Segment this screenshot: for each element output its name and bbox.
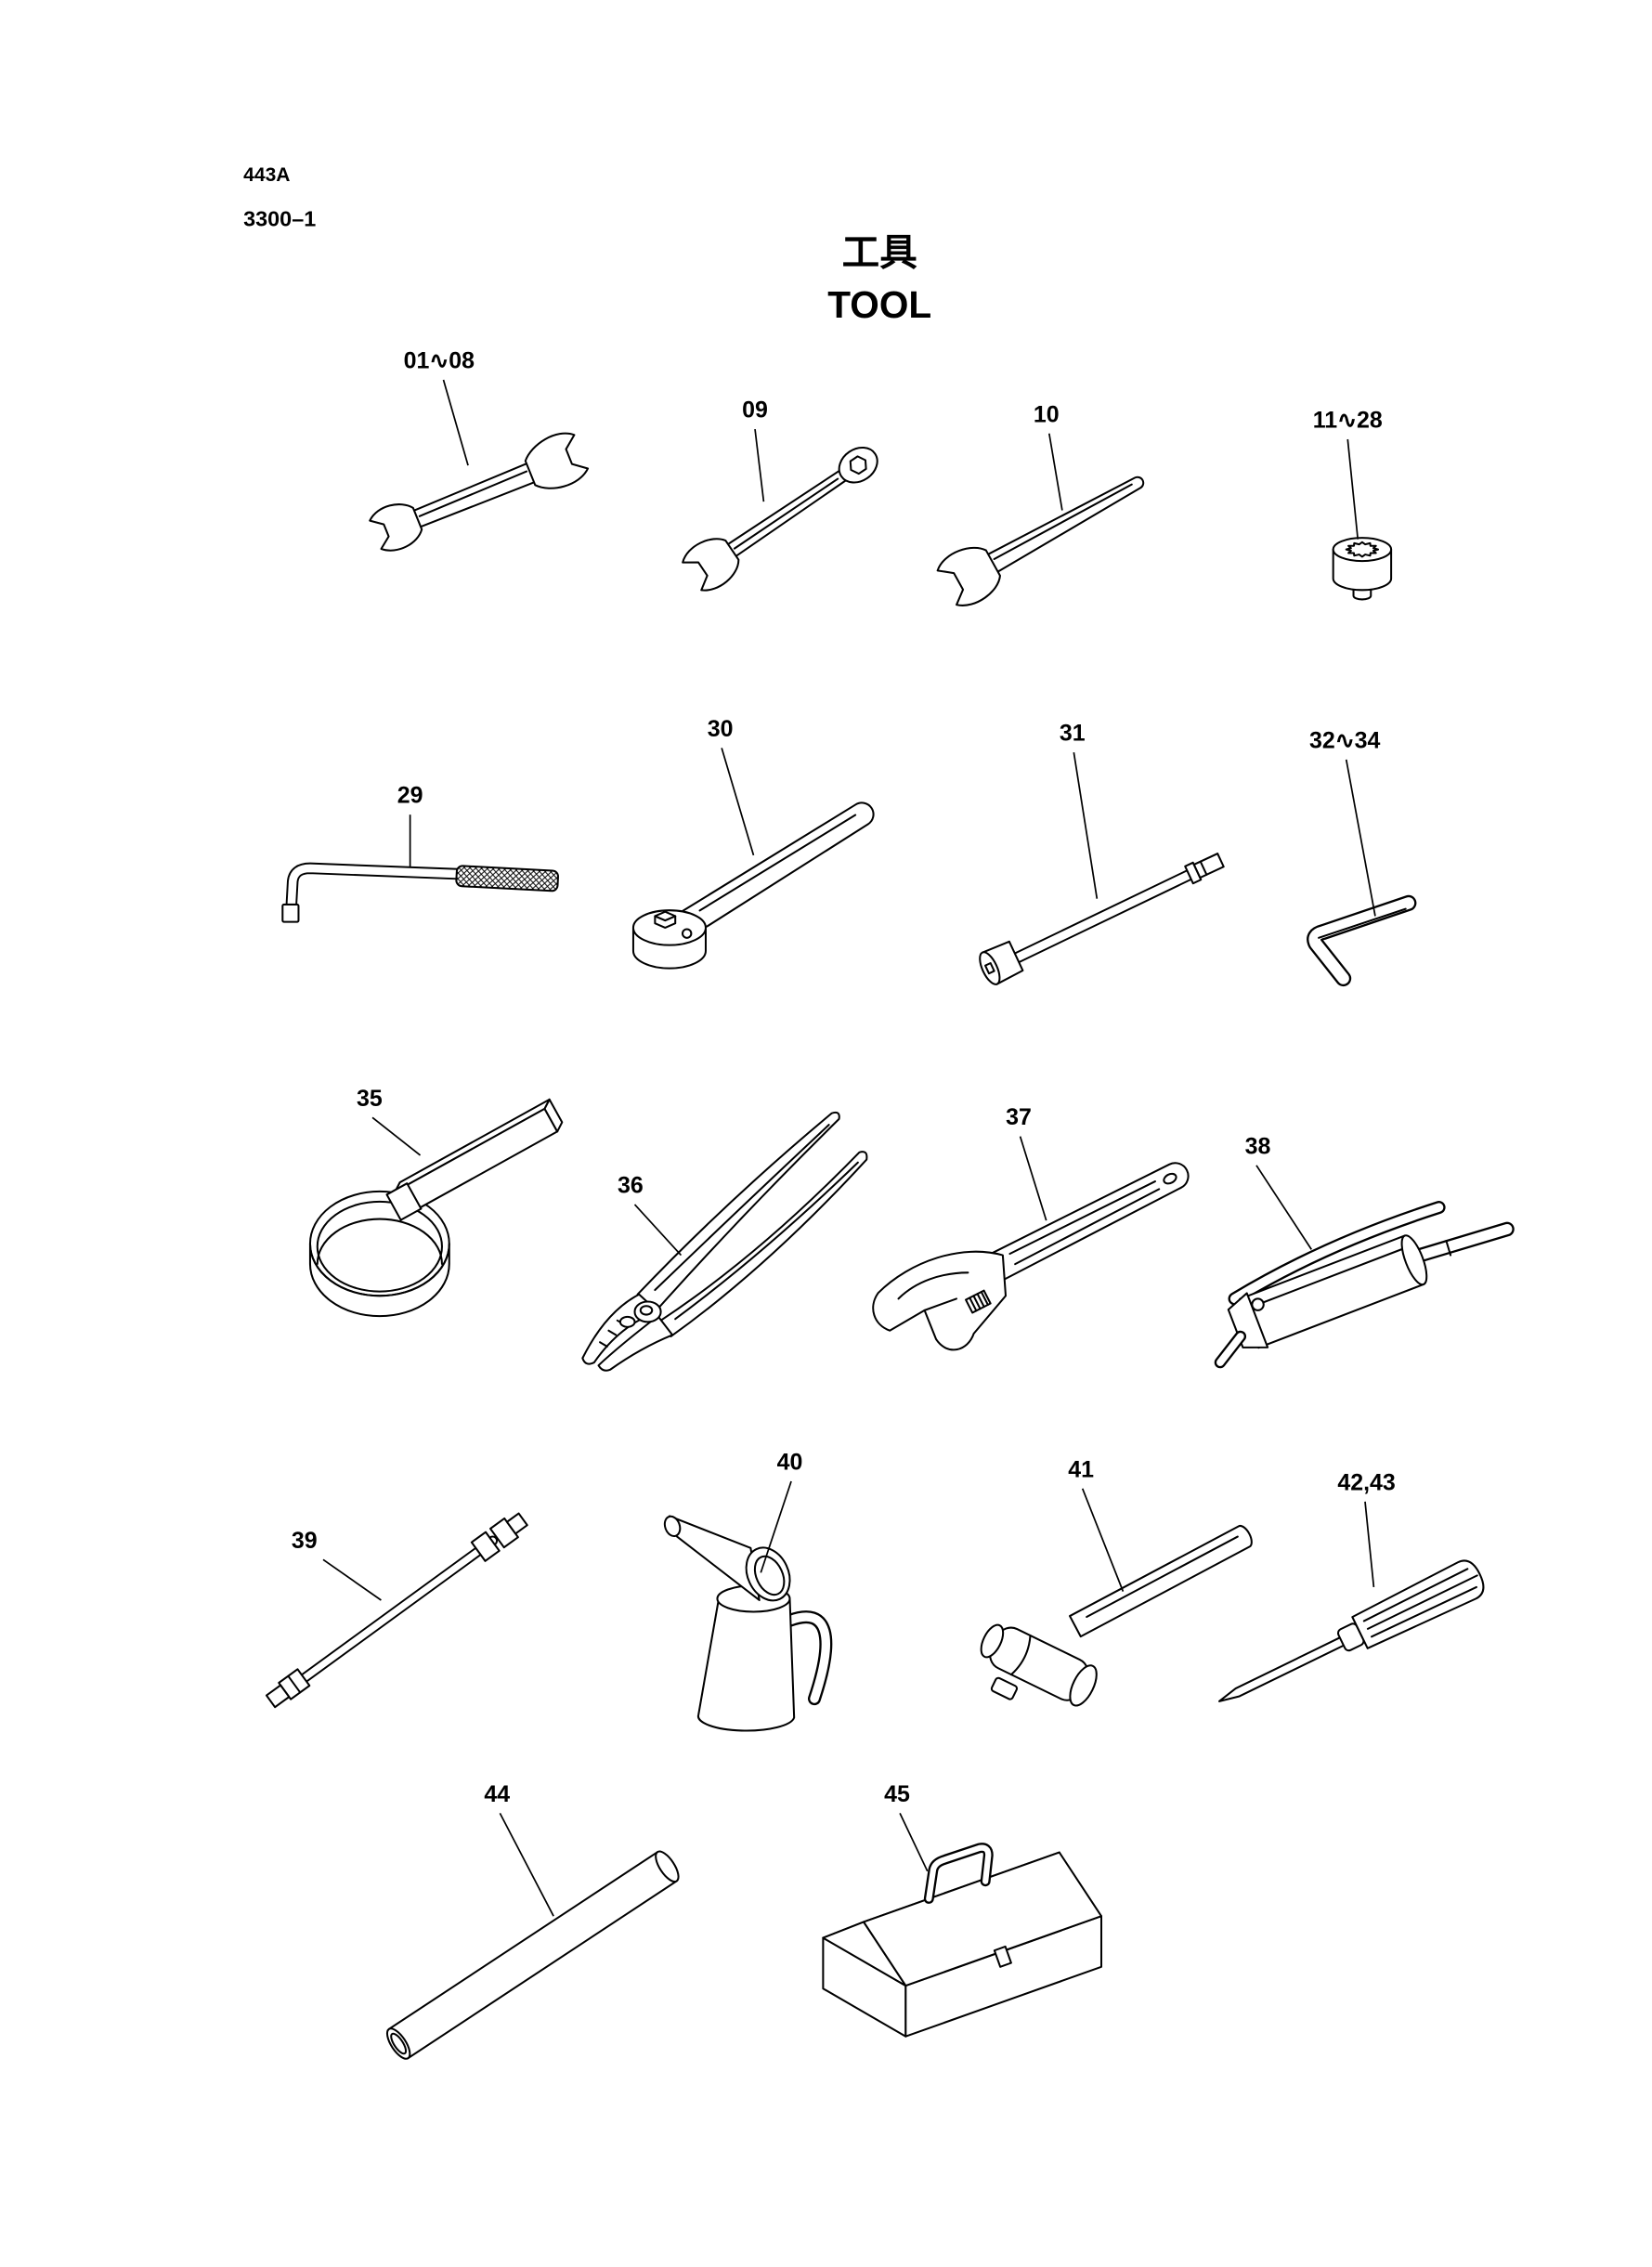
leader-line-36 [633,1204,683,1257]
page-number: 3300–1 [243,207,316,231]
combination-wrench-icon [682,446,878,592]
hex-key-icon [1307,894,1417,987]
adjustable-wrench-icon [872,1162,1190,1351]
strap-wrench-icon [308,1098,564,1318]
leader-line-39 [322,1558,382,1601]
leader-line-09 [754,428,765,502]
leader-line-35 [371,1116,422,1156]
leader-line-10 [1047,433,1063,511]
catalog-code: 443A [243,164,290,186]
part-label-39: 39 [292,1528,318,1554]
part-label-29: 29 [397,783,423,809]
leader-line-44 [499,1812,554,1917]
part-label-40: 40 [777,1450,803,1476]
part-label-38: 38 [1245,1133,1271,1159]
callout-labels: 01∿08 09 10 11∿28 29 30 31 32∿34 35 36 3… [292,348,1396,1807]
leader-line-31 [1073,751,1099,899]
part-label-44: 44 [484,1781,510,1807]
toolbox-icon [822,1843,1103,2038]
page-title-japanese: 工具 [842,231,918,274]
pliers-icon [581,1111,868,1372]
part-label-11-28: 11∿28 [1313,408,1383,434]
hammer-icon [980,1524,1253,1707]
open-end-wrench-icon [936,476,1145,606]
part-label-36: 36 [618,1172,644,1198]
part-label-37: 37 [1006,1104,1032,1130]
page-title: TOOL [827,283,931,326]
leader-line-41 [1081,1488,1125,1592]
part-label-01-08: 01∿08 [404,348,475,374]
part-label-31: 31 [1060,721,1086,747]
leader-line-37 [1019,1136,1047,1221]
part-label-35: 35 [357,1086,383,1112]
leader-line-30 [721,748,755,856]
leader-line-45 [899,1813,929,1872]
leader-line-01-08 [442,379,469,466]
grease-gun-icon [1214,1201,1515,1369]
leader-line-40 [760,1480,792,1573]
socket-icon [1332,537,1393,601]
screwdriver-icon [1218,1559,1485,1702]
leader-line-38 [1255,1165,1312,1250]
part-label-42-43: 42,43 [1337,1469,1395,1495]
part-label-41: 41 [1068,1456,1094,1482]
part-label-30: 30 [708,716,734,742]
leader-line-32-34 [1345,759,1376,917]
offset-hex-wrench-icon [281,862,559,923]
part-label-32-34: 32∿34 [1309,727,1381,753]
leader-line-11-28 [1346,438,1359,540]
leader-line-42-43 [1364,1501,1375,1588]
extension-bar-icon [979,853,1225,985]
oil-pitcher-funnel-icon [663,1515,833,1732]
double-open-end-wrench-icon [369,432,590,552]
leader-lines [322,379,1376,1917]
ratchet-handle-icon [631,801,875,970]
part-label-45: 45 [884,1781,910,1807]
extension-rod-icon [265,1512,528,1709]
part-label-10: 10 [1034,401,1060,427]
part-label-09: 09 [742,397,768,423]
bar-icon [385,1850,680,2060]
